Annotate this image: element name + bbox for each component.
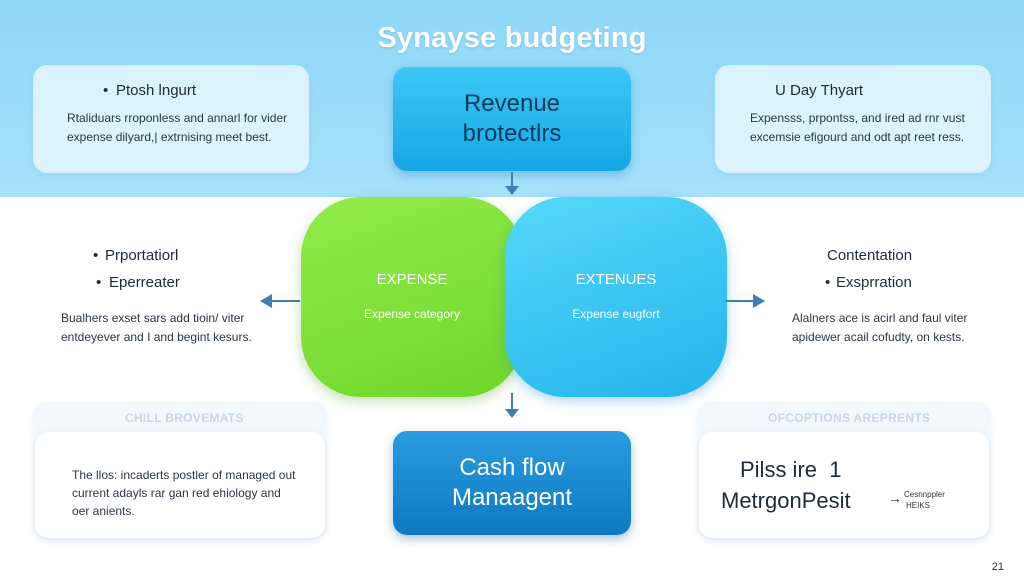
left-middle-panel: • Prportatiorl • Eperreater Bualhers exs… — [33, 230, 273, 370]
revenue-line-1: Revenue — [463, 90, 561, 117]
expense-blob: EXPENSE Expense category — [301, 197, 523, 397]
arrow-left-icon — [260, 294, 272, 308]
right-middle-line-2: apidewer acail cofudty, on kests. — [792, 330, 965, 344]
cash-flow-box: Cash flow Manaagent — [393, 431, 631, 535]
left-middle-heading-2: Eperreater — [109, 274, 180, 291]
arrow-right — [725, 300, 755, 302]
top-left-heading: Ptosh lngurt — [116, 82, 197, 99]
right-middle-panel: Contentation • Exsprration Alalners ace … — [760, 230, 1000, 370]
left-middle-line-1: Bualhers exset sars add tioin/ viter — [61, 311, 245, 325]
top-left-line-2: expense dilyard,| extrnising meet best. — [67, 130, 272, 144]
revenue-box: Revenue brotectlrs — [393, 67, 631, 171]
left-middle-line-2: entdeyever and I and begint kesurs. — [61, 330, 252, 344]
bottom-left-faint-label: CHILL BROVEMATS — [125, 411, 244, 425]
bottom-right-card: Pilss ire 1 MetrgonPesit → Cesnnppler HE… — [699, 432, 989, 538]
bottom-left-card: The llos: incaderts postler of managed o… — [35, 432, 325, 538]
expense-subtitle: Expense category — [363, 307, 461, 321]
top-right-line-2: excemsie efigourd and odt apt reet ress. — [750, 130, 965, 144]
top-left-card: • Ptosh lngurt Rtaliduars rroponless and… — [33, 65, 309, 173]
bullet-dot: • — [103, 82, 109, 99]
arrow-down-icon — [505, 409, 519, 418]
arrow-cash-down — [511, 393, 513, 411]
bullet-dot: • — [825, 274, 831, 291]
right-middle-heading-1: Contentation — [827, 247, 913, 264]
cash-line-1: Cash flow — [459, 454, 565, 481]
bottom-right-small-2: HEIKS — [906, 501, 931, 510]
bullet-dot: • — [93, 247, 99, 264]
extenues-subtitle: Expense eugfort — [572, 307, 660, 321]
arrow-right-icon — [753, 294, 765, 308]
left-middle-heading-1: Prportatiorl — [105, 247, 179, 264]
bottom-right-line-1: Pilss ire 1 — [740, 457, 842, 482]
right-middle-heading-2: Exsprration — [836, 274, 912, 291]
arrow-revenue-down — [511, 172, 513, 188]
bullet-dot: • — [96, 274, 102, 291]
revenue-line-2: brotectlrs — [462, 120, 562, 147]
bottom-right-faint-label: OFCOPTIONS AREPRENTS — [768, 411, 931, 425]
expense-title: EXPENSE — [376, 271, 448, 288]
bottom-right-line-2: MetrgonPesit — [721, 488, 851, 513]
page-title: Synayse budgeting — [377, 22, 647, 54]
bottom-left-line-3: oer anients. — [72, 504, 135, 518]
top-right-heading: U Day Thyart — [775, 82, 864, 99]
extenues-blob: EXTENUES Expense eugfort — [505, 197, 727, 397]
bottom-right-small-1: Cesnnppler — [904, 490, 945, 499]
right-middle-line-1: Alalners ace is acirl and faul viter — [792, 311, 968, 325]
page-number: 21 — [991, 561, 1004, 573]
top-right-card: U Day Thyart Expensss, prpontss, and ire… — [715, 65, 991, 173]
top-left-line-1: Rtaliduars rroponless and annarl for vid… — [67, 111, 288, 125]
cash-line-2: Manaagent — [451, 484, 573, 511]
arrow-down-icon — [505, 186, 519, 195]
extenues-title: EXTENUES — [575, 271, 657, 288]
top-right-line-1: Expensss, prpontss, and ired ad rnr vust — [750, 111, 965, 125]
bottom-left-line-1: The llos: incaderts postler of managed o… — [72, 468, 296, 482]
bottom-left-line-2: current adayls rar gan red ehiology and — [72, 486, 281, 500]
arrow-left — [270, 300, 300, 302]
arrow-right-icon: → — [888, 490, 902, 506]
